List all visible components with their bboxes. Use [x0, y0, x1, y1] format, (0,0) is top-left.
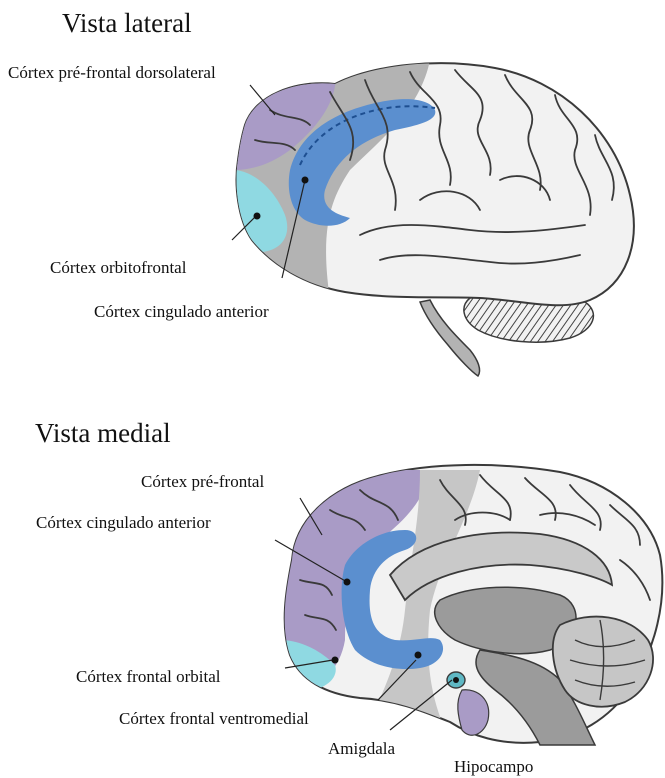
lateral-ofc-marker [254, 213, 261, 220]
lateral-acc-marker [302, 177, 309, 184]
medial-vmpfc-marker [415, 652, 422, 659]
medial-amygdala-marker [453, 677, 459, 683]
lateral-brain [230, 60, 634, 376]
medial-acc-marker [344, 579, 351, 586]
medial-brain [275, 465, 662, 745]
medial-ofc-marker [332, 657, 339, 664]
